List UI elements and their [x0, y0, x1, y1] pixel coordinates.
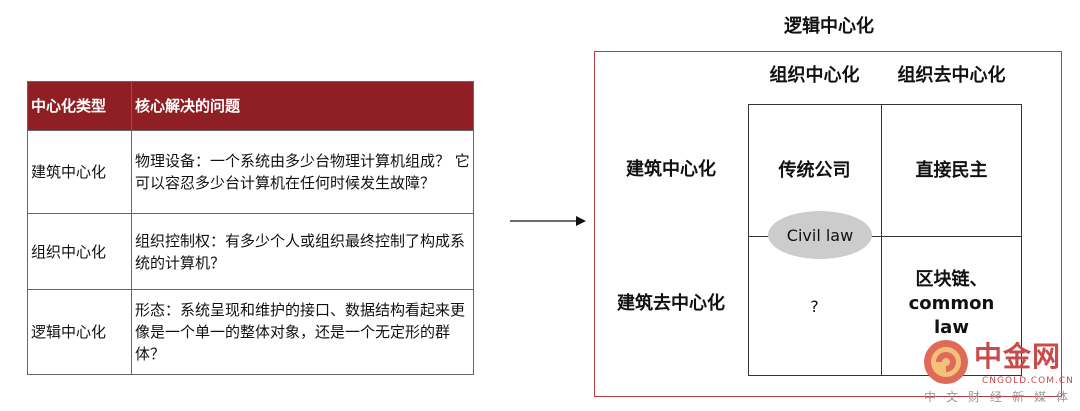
watermark-url: CNGOLD.COM.CN: [982, 376, 1074, 386]
cell-blockchain-line2: common: [908, 293, 995, 314]
cngold-logo-icon: [924, 340, 968, 384]
row-type: 逻辑中心化: [27, 288, 132, 376]
row-type: 建筑中心化: [27, 130, 132, 215]
row-desc: 组织控制权：有多少个人或组织最终控制了构成系统的计算机？: [131, 213, 474, 290]
grid-horizontal-divider: [748, 236, 1022, 237]
watermark-subtitle: 中文财经新媒体: [924, 390, 1079, 404]
table-row: 逻辑中心化 形态：系统呈现和维护的接口、数据结构看起来更像是一个单一的整体对象，…: [27, 288, 474, 376]
col-header-org-decentralized: 组织去中心化: [897, 65, 1006, 86]
quadrant-grid: [748, 104, 1022, 376]
right-arrow-icon: [510, 216, 586, 226]
row-desc: 物理设备：一个系统由多少台物理计算机组成？ 它可以容忍多少台计算机在任何时候发生…: [131, 130, 474, 215]
table-header-type: 中心化类型: [27, 80, 132, 132]
cell-blockchain-line3: law: [934, 317, 969, 338]
grid-vertical-divider: [881, 104, 882, 376]
cell-unknown: ?: [810, 297, 819, 316]
watermark: 中金网 CNGOLD.COM.CN 中文财经新媒体: [920, 338, 1078, 408]
cell-blockchain-line1: 区块链、: [915, 269, 988, 290]
col-header-org-centralized: 组织中心化: [769, 65, 860, 86]
diagram-title: 逻辑中心化: [784, 16, 874, 37]
row-desc: 形态：系统呈现和维护的接口、数据结构看起来更像是一个单一的整体对象，还是一个无定…: [131, 288, 474, 376]
cell-traditional-company: 传统公司: [778, 160, 851, 181]
watermark-name: 中金网: [974, 340, 1062, 373]
table-row: 组织中心化 组织控制权：有多少个人或组织最终控制了构成系统的计算机？: [27, 213, 474, 290]
centralization-table: 中心化类型 核心解决的问题 建筑中心化 物理设备：一个系统由多少台物理计算机组成…: [27, 80, 474, 376]
cell-blockchain-common-law: 区块链、 common law: [881, 268, 1022, 340]
row-type: 组织中心化: [27, 213, 132, 290]
row-header-arch-centralized: 建筑中心化: [626, 159, 716, 180]
cell-direct-democracy: 直接民主: [915, 160, 988, 181]
civil-law-ellipse: Civil law: [768, 211, 872, 259]
civil-law-label: Civil law: [786, 225, 854, 245]
table-row: 建筑中心化 物理设备：一个系统由多少台物理计算机组成？ 它可以容忍多少台计算机在…: [27, 130, 474, 215]
table-header-problem: 核心解决的问题: [131, 80, 474, 132]
table-header-row: 中心化类型 核心解决的问题: [27, 80, 474, 132]
diagram-panel: [594, 51, 1062, 397]
row-header-arch-decentralized: 建筑去中心化: [617, 293, 725, 314]
